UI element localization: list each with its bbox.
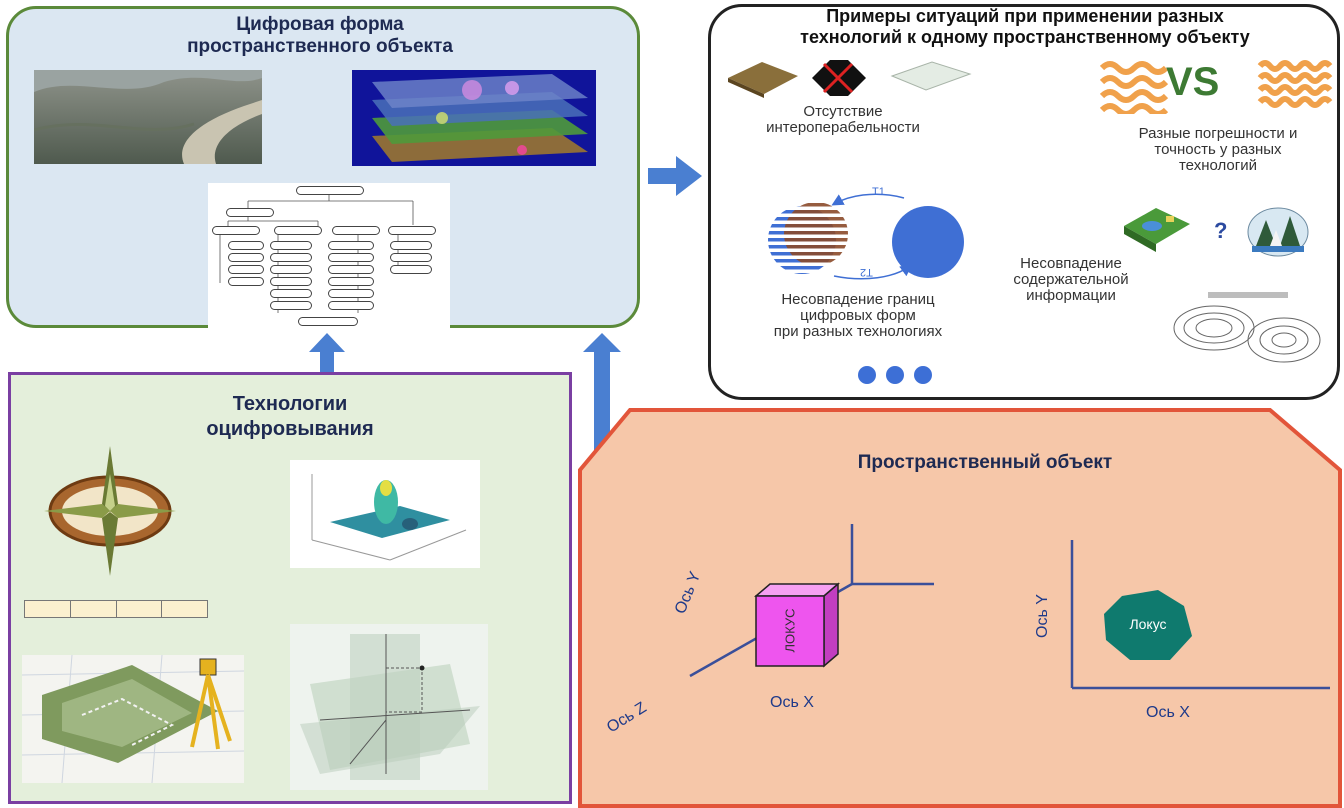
technologies-title-line1: Технологии	[232, 393, 348, 415]
errors-label-line2: точность у разных	[1154, 141, 1282, 158]
examples-title-line2: технологий к одному пространственному об…	[800, 27, 1250, 47]
wireframe-tile-icon	[890, 61, 972, 91]
locus-cube	[753, 582, 841, 668]
interop-label-line1: Отсутствие	[803, 103, 883, 120]
errors-label-line1: Разные погрешности и	[1138, 125, 1298, 142]
boundary-label: Несовпадение границ цифровых форм при ра…	[720, 292, 996, 340]
interop-label-line2: интероперабельности	[766, 119, 920, 136]
compass-rose-icon	[44, 446, 176, 576]
boundary-label-line3: при разных технологиях	[773, 323, 943, 340]
coordinate-planes-image	[290, 624, 488, 790]
axis-x-label: Ось X	[770, 694, 814, 711]
terrain-3d-image	[34, 70, 262, 164]
content-label: Несовпадение содержательной информации	[986, 256, 1156, 304]
more-dot-2	[886, 366, 904, 384]
technologies-title: Технологии оцифровывания	[100, 392, 480, 442]
locus-cube-label-wrap: ЛОКУС	[772, 600, 808, 660]
more-dot-3	[914, 366, 932, 384]
blue-solid-circle	[892, 206, 964, 278]
gis-layers-image	[352, 70, 596, 166]
object-hierarchy-chart	[208, 183, 450, 329]
content-label-line1: Несовпадение	[1020, 255, 1122, 272]
locus-octagon	[1104, 590, 1192, 660]
boundary-label-line2: цифровых форм	[800, 307, 916, 324]
spatial-object-title: Пространственный объект	[857, 452, 1113, 473]
examples-title: Примеры ситуаций при применении разных т…	[712, 6, 1338, 48]
content-label-line3: информации	[1026, 287, 1116, 304]
contour-map-image	[1158, 290, 1332, 372]
axis-x-2d-label: Ось X	[1146, 704, 1190, 721]
interop-label: Отсутствие интероперабельности	[726, 104, 960, 136]
terrain-tile-icon	[728, 62, 798, 94]
arrow-digital-to-examples	[648, 156, 702, 196]
landscape-photo-icon	[1247, 207, 1309, 257]
brown-striped-shape	[784, 202, 848, 266]
accuracy-comparison-graphic	[1100, 60, 1333, 114]
attribute-table	[24, 600, 208, 618]
question-mark-icon: ?	[1214, 218, 1228, 243]
t1-label: T1	[872, 186, 885, 198]
boundary-label-line1: Несовпадение границ	[781, 291, 935, 308]
surface-plot-image	[290, 460, 480, 568]
map-tile-icon	[1124, 208, 1190, 252]
locus-cube-label: ЛОКУС	[782, 607, 798, 653]
errors-label: Разные погрешности и точность у разных т…	[1100, 126, 1336, 174]
arrow-tech-to-digital	[309, 333, 345, 372]
technologies-title-line2: оцифровывания	[206, 418, 374, 440]
errors-label-line3: технологий	[1178, 157, 1257, 174]
cadastral-survey-image	[22, 655, 244, 783]
digital-form-title-line1: Цифровая форма	[236, 14, 404, 35]
digital-form-title-line2: пространственного объекта	[187, 36, 453, 57]
content-label-line2: содержательной	[1013, 271, 1129, 288]
digital-form-title: Цифровая форма пространственного объекта	[40, 14, 600, 58]
arrow-object-to-digital	[583, 333, 621, 458]
vs-label: VS	[1166, 60, 1220, 104]
more-dot-1	[858, 366, 876, 384]
locus-octagon-label: Локус	[1129, 616, 1167, 632]
axis-y-2d-label: Ось Y	[1034, 594, 1051, 638]
interop-icons	[728, 60, 972, 98]
boundary-mismatch-graphic	[768, 193, 964, 280]
examples-title-line1: Примеры ситуаций при применении разных	[826, 6, 1224, 26]
